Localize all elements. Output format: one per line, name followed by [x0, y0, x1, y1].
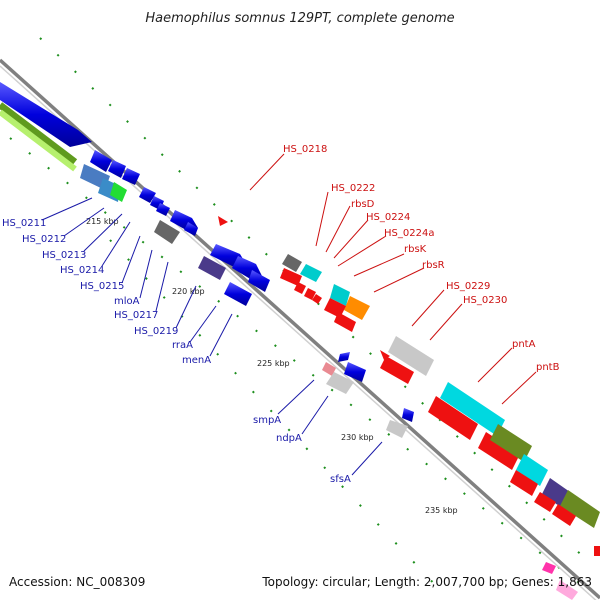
gene-pntb-green[interactable]: [490, 424, 532, 462]
gene-mena-purple[interactable]: [198, 256, 226, 280]
gene-hs0219[interactable]: [154, 220, 180, 244]
gene-hs0230[interactable]: [380, 356, 414, 384]
label-hs0213[interactable]: HS_0213: [42, 250, 86, 261]
gene-small-3[interactable]: [156, 203, 170, 216]
label-hs0222[interactable]: HS_0222: [331, 183, 375, 194]
tick-220kbp: 220 kbp: [172, 287, 205, 296]
gene-rbsr-1[interactable]: [324, 298, 346, 318]
gc-content-band: [0, 109, 77, 172]
gene-rbsr-orange[interactable]: [344, 296, 370, 320]
gene-hs0224[interactable]: [280, 268, 302, 286]
label-hs0214[interactable]: HS_0214: [60, 265, 104, 276]
tick-225kbp: 225 kbp: [257, 359, 290, 368]
gene-smpa[interactable]: [344, 362, 366, 382]
gene-red-3[interactable]: [534, 492, 556, 512]
label-hs0224[interactable]: HS_0224: [366, 212, 410, 223]
label-hs0217[interactable]: HS_0217: [114, 310, 158, 321]
label-rbsk[interactable]: rbsK: [404, 244, 427, 255]
tick-235kbp: 235 kbp: [425, 506, 458, 515]
gene-hs0213-green[interactable]: [110, 182, 127, 202]
label-hs0215[interactable]: HS_0215: [80, 281, 124, 292]
gene-pink[interactable]: [542, 562, 556, 574]
label-mloa[interactable]: mloA: [114, 296, 140, 307]
gene-rbsd-cyan[interactable]: [300, 264, 322, 282]
gene-red-edge[interactable]: [594, 546, 600, 556]
label-hs0218[interactable]: HS_0218: [283, 144, 327, 155]
label-hs0229[interactable]: HS_0229: [446, 281, 490, 292]
gene-pntb-red-2[interactable]: [510, 470, 538, 496]
map-title: Haemophilus somnus 129PT, complete genom…: [145, 11, 454, 26]
gene-hs0215[interactable]: [108, 160, 126, 178]
left-leader-lines: [41, 197, 383, 476]
accession-text: Accession: NC_008309: [9, 575, 145, 589]
label-hs0224a[interactable]: HS_0224a: [384, 228, 434, 239]
label-hs0212[interactable]: HS_0212: [22, 234, 66, 245]
gene-rbsr-2[interactable]: [334, 312, 356, 332]
right-leader-lines: [249, 153, 537, 405]
tick-215kbp: 215 kbp: [86, 217, 119, 226]
gene-mloa[interactable]: [139, 187, 156, 203]
gene-rbsk-2[interactable]: [312, 294, 322, 304]
genome-backbone: [0, 58, 600, 600]
gene-hs0214[interactable]: [90, 150, 112, 172]
gene-rbsk-1[interactable]: [304, 288, 316, 300]
gene-ndpa[interactable]: [326, 372, 354, 394]
gene-mena[interactable]: [224, 282, 252, 306]
tick-230kbp: 230 kbp: [341, 433, 374, 442]
label-hs0230[interactable]: HS_0230: [463, 295, 507, 306]
label-sfsa[interactable]: sfsA: [330, 474, 351, 485]
gene-hs0218[interactable]: [218, 216, 228, 226]
gene-green-2[interactable]: [560, 490, 600, 528]
gene-pink-2[interactable]: [556, 580, 578, 600]
gene-pntb-cyan[interactable]: [516, 454, 548, 486]
gene-rraa-3[interactable]: [248, 270, 270, 292]
gene-ndpa-pink[interactable]: [322, 362, 336, 376]
gc-skew-band: [0, 102, 78, 165]
label-pntb[interactable]: pntB: [536, 362, 560, 373]
label-smpa[interactable]: smpA: [253, 415, 281, 426]
label-rraa[interactable]: rraA: [172, 340, 193, 351]
gene-pnta-red[interactable]: [428, 396, 478, 440]
gene-hs0211[interactable]: [0, 82, 92, 147]
gene-pntb-red[interactable]: [478, 432, 520, 470]
gene-small-4[interactable]: [184, 222, 198, 236]
label-rbsr[interactable]: rbsR: [422, 260, 445, 271]
topology-text: Topology: circular; Length: 2,007,700 bp…: [261, 575, 592, 589]
label-mena[interactable]: menA: [182, 355, 211, 366]
label-pnta[interactable]: pntA: [512, 339, 536, 350]
label-hs0219[interactable]: HS_0219: [134, 326, 178, 337]
gene-sfsa[interactable]: [386, 420, 408, 438]
gene-small-1[interactable]: [122, 168, 140, 185]
gene-red-4[interactable]: [552, 504, 576, 526]
gene-hs0229[interactable]: [388, 336, 434, 376]
gene-sfsa-small[interactable]: [402, 408, 414, 422]
gene-smpa-small[interactable]: [338, 352, 350, 362]
gene-hs0224a[interactable]: [294, 282, 306, 294]
label-hs0211[interactable]: HS_0211: [2, 218, 46, 229]
inner-tick-ring: [9, 137, 586, 589]
label-rbsd[interactable]: rbsD: [351, 199, 375, 210]
label-ndpa[interactable]: ndpA: [276, 433, 302, 444]
gene-hs0222-gray[interactable]: [282, 254, 302, 272]
gene-pnta[interactable]: [440, 382, 505, 436]
